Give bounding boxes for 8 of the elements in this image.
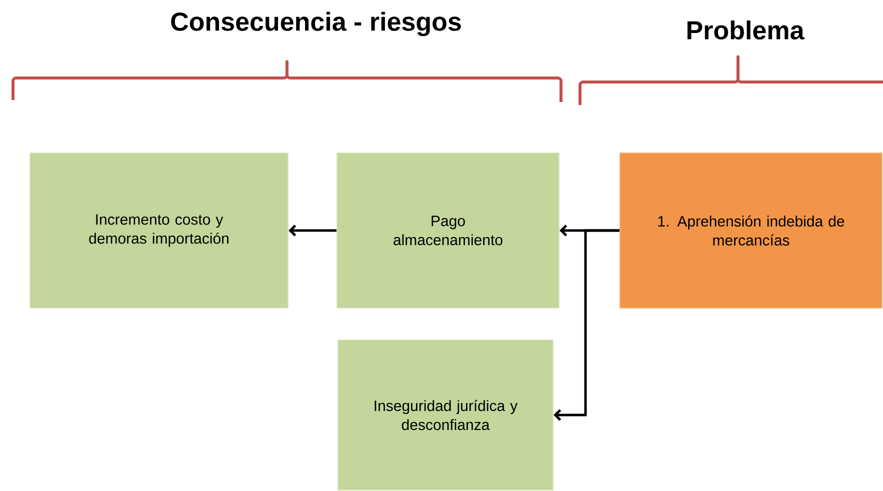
heading: Consecuencia - riesgos [171,12,461,36]
text-box: 1. Aprehensión indebida de mercancías [620,152,882,308]
heading: Problema [688,20,804,40]
text-box: Inseguridad jurídica y desconfianza [338,340,554,490]
arrow [554,229,620,421]
text-box: Incremento costo y demoras importación [30,152,288,308]
arrow [288,224,336,236]
text-box: Pago almacenamiento [336,152,560,308]
